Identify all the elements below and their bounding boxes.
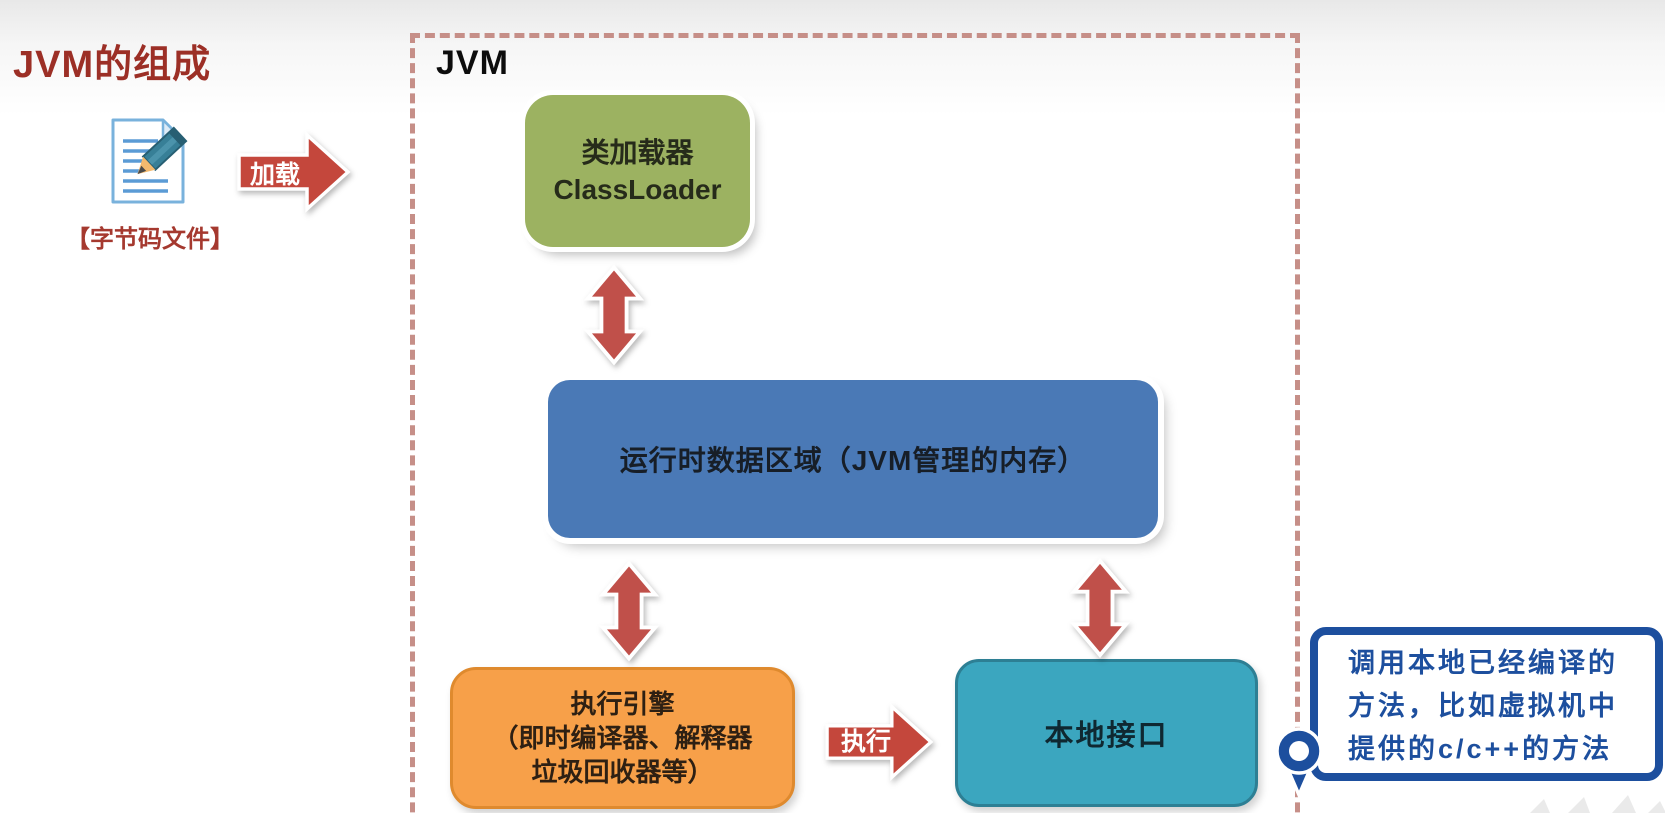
- execution-engine-line1: 执行引擎: [570, 689, 675, 719]
- classloader-line2: ClassLoader: [553, 174, 722, 205]
- callout-line-3: 提供的c/c++的方法: [1348, 734, 1613, 764]
- execution-engine-line3: 垃圾回收器等）: [531, 757, 714, 787]
- native-interface-label: 本地接口: [1044, 720, 1169, 752]
- execution-engine-line2: （即时编译器、解释器: [492, 723, 753, 753]
- load-arrow-icon: [237, 131, 351, 213]
- callout-line-1: 调用本地已经编译的: [1348, 648, 1618, 678]
- runtime-data-area-box: 运行时数据区域（JVM管理的内存）: [548, 380, 1158, 538]
- location-pin-icon: [1275, 727, 1323, 800]
- page-title: JVM的组成: [13, 44, 212, 86]
- runtime-data-area-label: 运行时数据区域（JVM管理的内存）: [619, 445, 1087, 476]
- load-arrow-label: 加载: [249, 161, 300, 189]
- bytecode-file-label: 【字节码文件】: [66, 226, 234, 253]
- classloader-box: 类加载器 ClassLoader: [525, 95, 750, 247]
- watermark: [1530, 795, 1665, 813]
- jvm-label: JVM: [436, 44, 509, 82]
- classloader-line1: 类加载器: [581, 137, 694, 168]
- execution-engine-box: 执行引擎 （即时编译器、解释器 垃圾回收器等）: [450, 667, 795, 809]
- native-interface-callout: 调用本地已经编译的 方法，比如虚拟机中 提供的c/c++的方法: [1310, 627, 1663, 781]
- execute-arrow-label: 执行: [840, 728, 891, 756]
- native-interface-box: 本地接口: [955, 659, 1258, 807]
- execute-arrow-icon: [825, 703, 934, 781]
- double-arrow-runtime-engine-icon: [598, 560, 660, 662]
- callout-line-2: 方法，比如虚拟机中: [1348, 691, 1618, 721]
- jvm-dashed-container: [410, 33, 1300, 813]
- document-pencil-icon: [111, 118, 188, 204]
- double-arrow-classloader-runtime-icon: [583, 264, 645, 366]
- double-arrow-runtime-native-icon: [1069, 558, 1131, 658]
